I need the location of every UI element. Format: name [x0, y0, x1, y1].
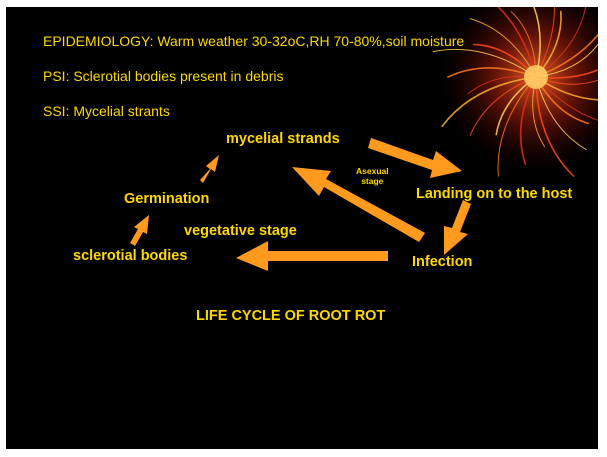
bullet-ssi: SSI: Mycelial strants [43, 103, 170, 119]
diagram-title: LIFE CYCLE OF ROOT ROT [196, 308, 385, 324]
arrow-landing-to-infection [444, 200, 471, 255]
bullet-epidemiology: EPIDEMIOLOGY: Warm weather 30-32oC,RH 70… [43, 33, 464, 49]
node-mycelial-strands: mycelial strands [226, 131, 340, 147]
node-sclerotial-bodies: sclerotial bodies [73, 248, 187, 264]
arrow-infection-to-sclerotial [236, 241, 388, 271]
arrow-sclerotial-to-germination [130, 215, 149, 246]
asexual-stage-line2: stage [356, 176, 389, 186]
arrow-germination-to-mycelial [200, 155, 219, 183]
node-landing-on-host: Landing on to the host [416, 186, 572, 202]
node-infection: Infection [412, 254, 472, 270]
asexual-stage-line1: Asexual [356, 166, 389, 176]
asexual-stage-label: Asexual stage [356, 166, 389, 186]
bullet-psi: PSI: Sclerotial bodies present in debris [43, 68, 283, 84]
vegetative-stage-label: vegetative stage [184, 223, 297, 239]
slide: EPIDEMIOLOGY: Warm weather 30-32oC,RH 70… [6, 7, 598, 449]
node-germination: Germination [124, 191, 209, 207]
